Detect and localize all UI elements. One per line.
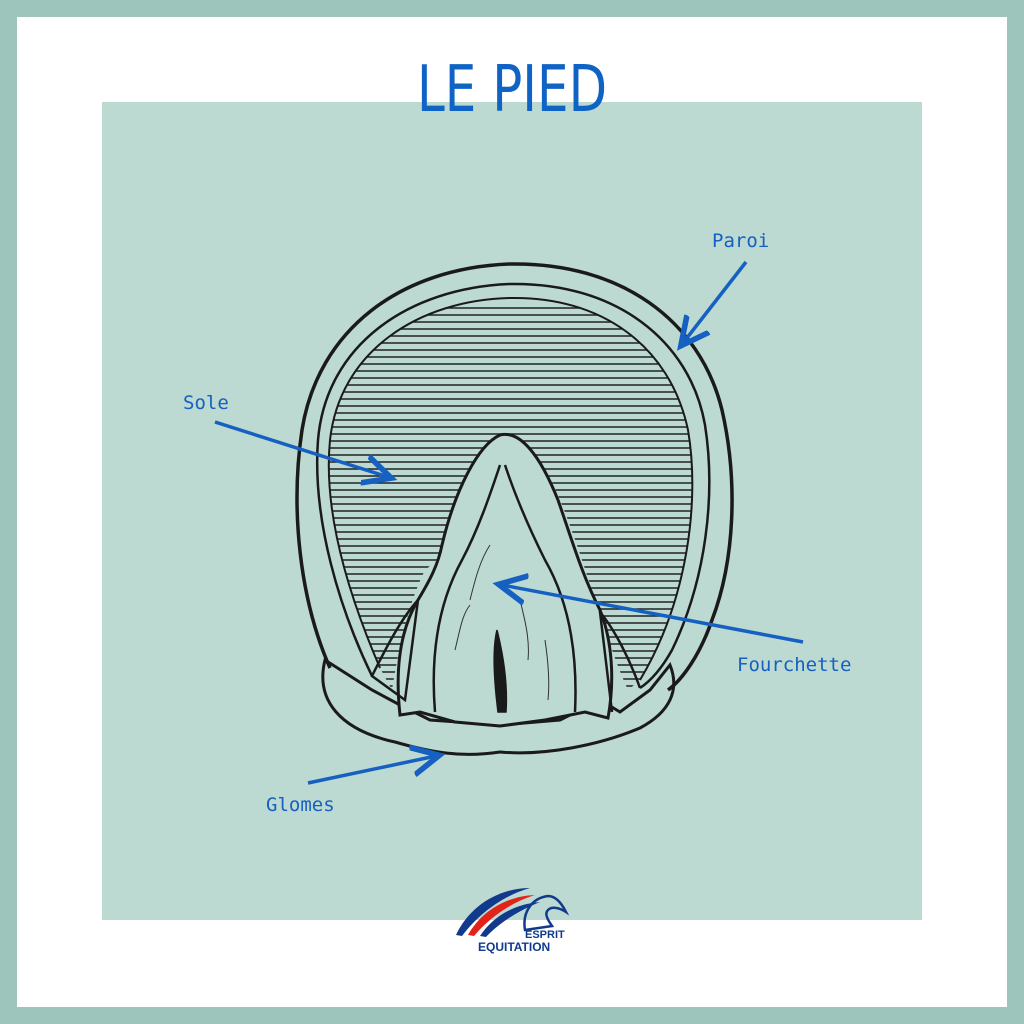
glomes-arrow — [307, 756, 436, 785]
sole-outline — [327, 296, 694, 681]
glomes-shape — [321, 657, 676, 756]
logo-text-equitation: EQUITATION — [478, 940, 550, 954]
label-glomes: Glomes — [266, 794, 335, 816]
fourchette-cleft — [493, 629, 508, 713]
hoof-wall-outer — [295, 262, 734, 692]
fourchette-arrow — [502, 585, 804, 644]
label-paroi: Paroi — [712, 230, 769, 252]
fourchette-ridge-left — [432, 464, 502, 713]
label-sole: Sole — [183, 392, 229, 414]
sole-arrow — [214, 420, 388, 477]
logo-text-esprit: ESPRIT — [525, 929, 565, 941]
hoof-wall-inner — [316, 282, 711, 690]
heel-bar-left — [370, 596, 420, 703]
logo-swoosh-navy — [480, 902, 540, 937]
label-fourchette: Fourchette — [737, 654, 851, 676]
page-title: LE PIED — [416, 53, 608, 127]
logo-swoosh-red — [468, 895, 535, 936]
logo-horse-head — [523, 894, 570, 932]
fourchette-ridge-right — [503, 464, 577, 713]
heel-bar-right — [598, 607, 642, 713]
esprit-equitation-logo: ESPRIT EQUITATION — [456, 888, 570, 954]
logo-swoosh-blue — [456, 888, 530, 936]
paroi-arrow — [683, 260, 748, 343]
